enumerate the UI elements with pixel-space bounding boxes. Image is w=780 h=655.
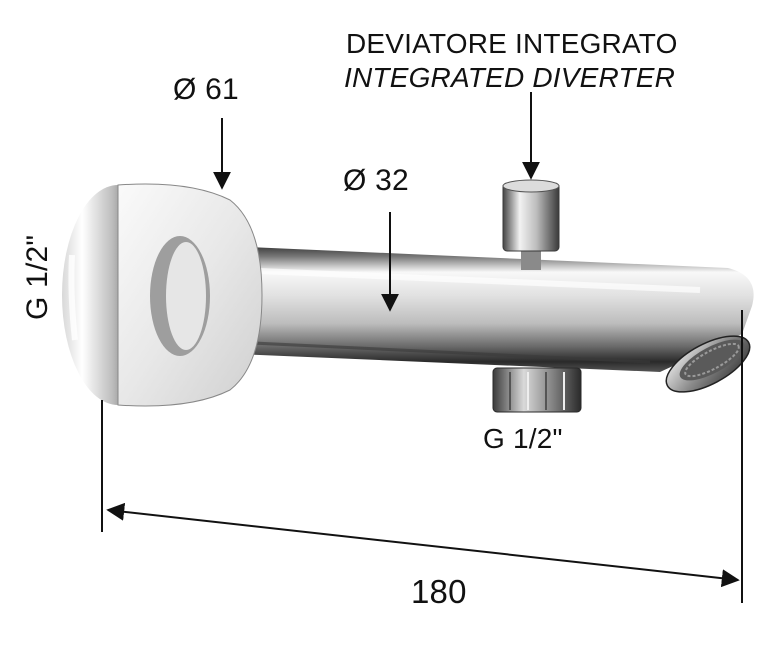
diverter-knob	[502, 179, 560, 270]
spout-diameter-label: Ø 32	[343, 164, 409, 197]
flange-diameter-label: Ø 61	[173, 73, 239, 106]
wall-flange	[62, 183, 263, 407]
wall-thread-label: G 1/2"	[21, 234, 54, 320]
aerator	[665, 335, 751, 393]
spout-tube	[180, 244, 754, 372]
length-dimension-line	[106, 502, 740, 588]
diverter-label-italian: DEVIATORE INTEGRATO	[346, 28, 678, 59]
bottom-thread-label: G 1/2"	[483, 423, 563, 454]
bottom-connector	[492, 367, 582, 413]
length-dimension-label: 180	[411, 573, 467, 610]
diverter-label-english: INTEGRATED DIVERTER	[344, 62, 676, 93]
